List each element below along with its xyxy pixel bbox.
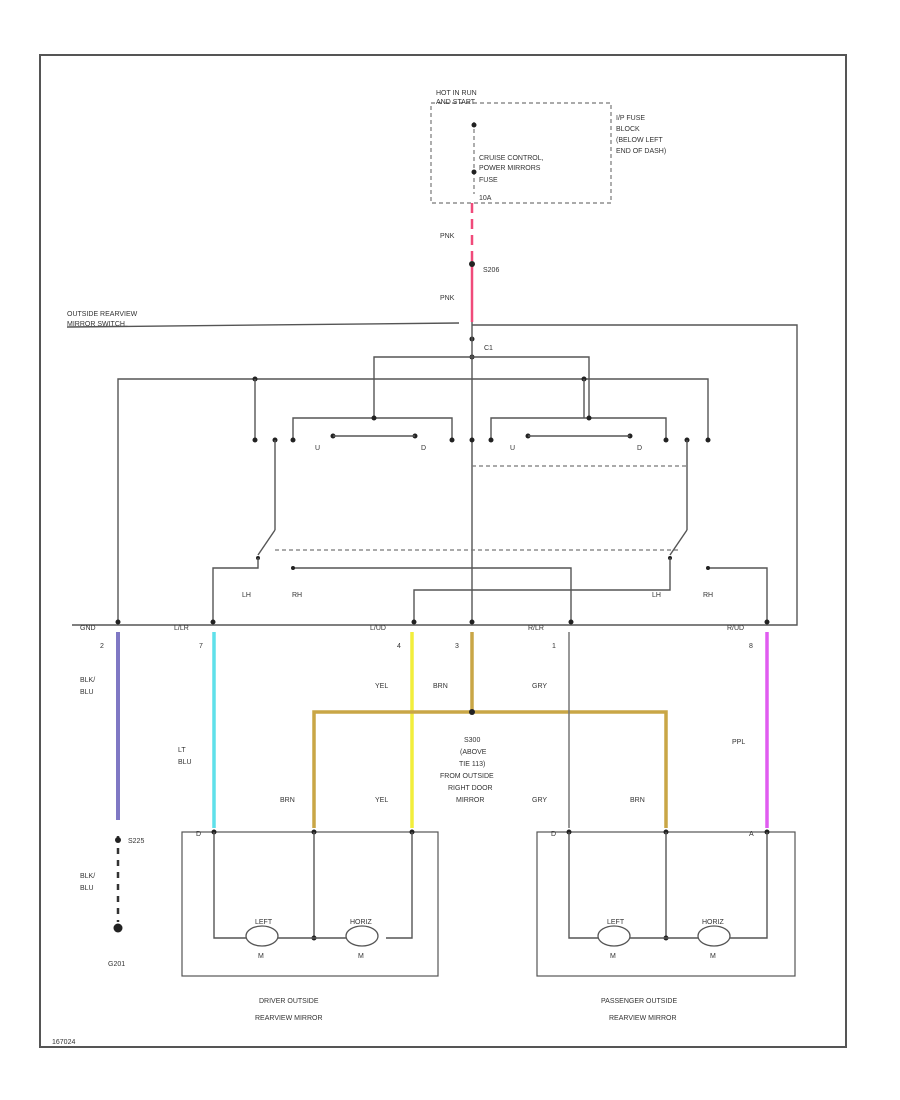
brn-label-left: BRN <box>280 797 295 804</box>
switch-title-2: MIRROR SWITCH <box>67 321 125 328</box>
s300-line-6: MIRROR <box>456 797 484 804</box>
splice-s206-label: S206 <box>483 267 499 274</box>
contact-u-left: U <box>315 445 320 452</box>
pnk-label-bottom: PNK <box>440 295 455 302</box>
lt-blu-label-2: BLU <box>178 759 192 766</box>
fuse-location-2: BLOCK <box>616 126 640 133</box>
pin-num-3: 3 <box>455 643 459 650</box>
footer-id: 167024 <box>52 1039 75 1046</box>
passenger-mirror-label-1: PASSENGER OUTSIDE <box>601 998 677 1005</box>
s300-line-5: RIGHT DOOR <box>448 785 493 792</box>
selector-rh-right: RH <box>703 592 713 599</box>
pin-num-2: 2 <box>100 643 104 650</box>
passenger-left-motor-m: M <box>610 953 616 960</box>
selector-rh-left: RH <box>292 592 302 599</box>
yel-label-top: YEL <box>375 683 388 690</box>
driver-horiz-motor: HORIZ M <box>345 919 379 960</box>
splice-s206 <box>469 261 475 267</box>
blk-blu-label-top-2: BLU <box>80 689 94 696</box>
passenger-horiz-motor: HORIZ M <box>697 919 731 960</box>
passenger-left-motor-label: LEFT <box>607 919 625 926</box>
connector-c1: C1 <box>484 345 493 352</box>
brn-label-right: BRN <box>630 797 645 804</box>
passenger-horiz-motor-label: HORIZ <box>702 919 725 926</box>
mirror-switch: OUTSIDE REARVIEW MIRROR SWITCH C1 <box>66 311 798 650</box>
passenger-horiz-motor-m: M <box>710 953 716 960</box>
switch-title-1: OUTSIDE REARVIEW <box>67 311 138 318</box>
selector-lh-left: LH <box>242 592 251 599</box>
ground-g201-label: G201 <box>108 961 125 968</box>
splice-s225 <box>115 837 121 843</box>
contact-d-left: D <box>421 445 426 452</box>
splice-s225-label: S225 <box>128 838 144 845</box>
s300-line-2: (ABOVE <box>460 749 487 756</box>
fuse-block: HOT IN RUN AND START CRUISE CONTROL, POW… <box>430 90 666 204</box>
contact-d-right: D <box>637 445 642 452</box>
pnk-label-top: PNK <box>440 233 455 240</box>
driver-left-motor: LEFT M <box>245 919 279 960</box>
lt-blu-label-1: LT <box>178 747 186 754</box>
brn-label-top: BRN <box>433 683 448 690</box>
diagram-frame <box>39 54 847 1048</box>
pin-num-1: 1 <box>552 643 556 650</box>
pin-rh-h: R/LR <box>528 625 544 632</box>
brn-wire-left <box>312 710 472 828</box>
driver-mirror-label-2: REARVIEW MIRROR <box>255 1015 323 1022</box>
feed-wire-pnk: PNK S206 PNK <box>440 203 499 322</box>
fuse-label-2: POWER MIRRORS <box>479 165 541 172</box>
driver-mirror-box <box>181 831 439 977</box>
fuse-location-3: (BELOW LEFT <box>616 137 663 144</box>
pin-num-4: 4 <box>397 643 401 650</box>
driver-horiz-motor-label: HORIZ <box>350 919 373 926</box>
passenger-mirror-label-2: REARVIEW MIRROR <box>609 1015 677 1022</box>
blk-blu-label-top-1: BLK/ <box>80 677 95 684</box>
blk-blu-label-bottom-2: BLU <box>80 885 94 892</box>
splice-s300 <box>469 709 475 715</box>
pin-num-8: 8 <box>749 643 753 650</box>
passenger-pin-d: D <box>551 831 556 838</box>
gry-label-top: GRY <box>532 683 547 690</box>
pin-lh-h: L/LR <box>174 625 189 632</box>
fuse-label-4: 10A <box>479 195 492 202</box>
driver-left-motor-label: LEFT <box>255 919 273 926</box>
pin-rh-v: R/UD <box>727 625 744 632</box>
driver-horiz-motor-m: M <box>358 953 364 960</box>
s300-line-3: TIE 113) <box>459 761 485 768</box>
fuse-label-1: CRUISE CONTROL, <box>479 155 544 162</box>
pin-num-7: 7 <box>199 643 203 650</box>
hot-label-1: HOT IN RUN <box>436 90 477 97</box>
gry-label-bottom: GRY <box>532 797 547 804</box>
driver-left-motor-m: M <box>258 953 264 960</box>
passenger-mirror: D A LEFT M HORIZ M PASSENGER OUTSIDE REA… <box>536 829 796 1022</box>
selector-lh-right: LH <box>652 592 661 599</box>
fuse-block-outline <box>430 102 612 204</box>
ground-g201 <box>113 923 123 933</box>
passenger-pin-a: A <box>749 831 754 838</box>
passenger-left-motor: LEFT M <box>597 919 631 960</box>
contact-u-right: U <box>510 445 515 452</box>
ppl-label: PPL <box>732 739 745 746</box>
driver-pin-d: D <box>196 831 201 838</box>
harness-wires: BLK/ BLU BLK/ BLU S225 G201 LT BLU YEL Y… <box>80 632 769 968</box>
pin-gnd: GND <box>80 625 96 632</box>
fuse-location-4: END OF DASH) <box>616 148 666 155</box>
hot-label-2: AND START <box>436 99 476 106</box>
driver-mirror: D LEFT M HORIZ M DRIVER OUTSIDE REARVIEW… <box>181 829 439 1022</box>
brn-wire-right <box>472 710 668 828</box>
fuse-label-3: FUSE <box>479 177 498 184</box>
s300-line-1: S300 <box>464 737 480 744</box>
blk-blu-label-bottom-1: BLK/ <box>80 873 95 880</box>
driver-mirror-label-1: DRIVER OUTSIDE <box>259 998 319 1005</box>
yel-label-bottom: YEL <box>375 797 388 804</box>
pin-lh-v: L/UD <box>370 625 386 632</box>
fuse-location-1: I/P FUSE <box>616 115 645 122</box>
s300-line-4: FROM OUTSIDE <box>440 773 494 780</box>
